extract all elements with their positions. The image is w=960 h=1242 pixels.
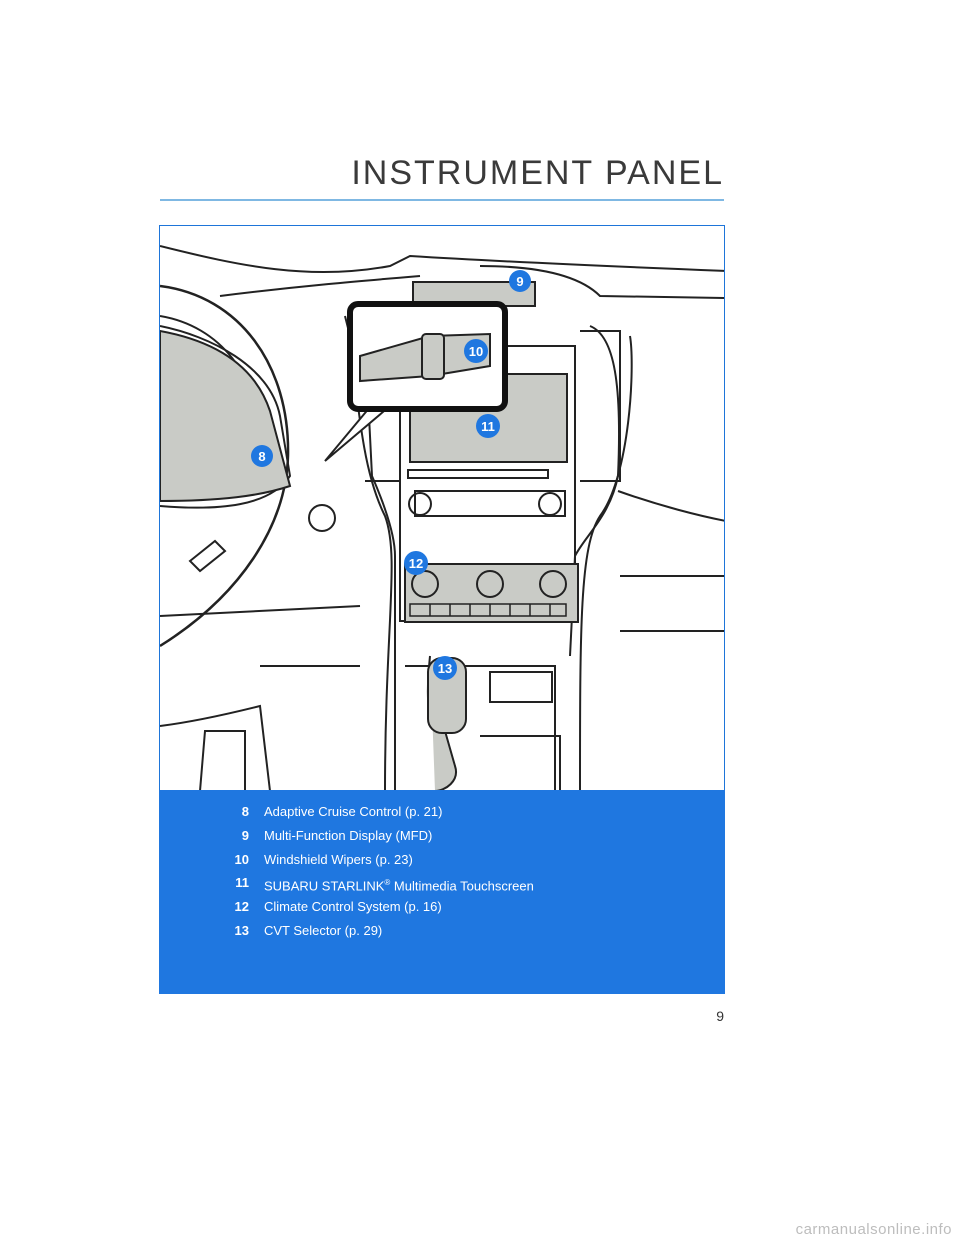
callout-11: 11: [476, 414, 500, 438]
page-number: 9: [716, 1008, 724, 1024]
legend-number: 9: [209, 826, 249, 846]
legend-number: 13: [209, 921, 249, 941]
callout-13: 13: [433, 656, 457, 680]
legend-number: 11: [209, 873, 249, 893]
legend-text: Multi-Function Display (MFD): [264, 826, 432, 846]
svg-text:11: 11: [481, 419, 495, 434]
legend-list: 8 Adaptive Cruise Control (p. 21) 9 Mult…: [159, 790, 725, 945]
legend-text-main: SUBARU STARLINK: [264, 879, 384, 894]
dashboard-illustration: 9 10 11 8 12 13: [160, 226, 725, 790]
svg-text:13: 13: [438, 661, 452, 676]
svg-text:10: 10: [469, 344, 483, 359]
callout-8: 8: [251, 445, 273, 467]
legend-item: 9 Multi-Function Display (MFD): [159, 826, 725, 850]
svg-text:8: 8: [258, 449, 265, 464]
legend-item: 13 CVT Selector (p. 29): [159, 921, 725, 945]
legend-text: SUBARU STARLINK® Multimedia Touchscreen: [264, 873, 534, 896]
callout-12: 12: [404, 551, 428, 575]
callout-9: 9: [509, 270, 531, 292]
legend-number: 8: [209, 802, 249, 822]
legend-text: Windshield Wipers (p. 23): [264, 850, 413, 870]
legend-item: 8 Adaptive Cruise Control (p. 21): [159, 802, 725, 826]
page-header-title: INSTRUMENT PANEL: [351, 154, 724, 193]
legend-number: 10: [209, 850, 249, 870]
watermark: carmanualsonline.info: [796, 1221, 952, 1238]
header-rule: [160, 199, 724, 201]
legend-item: 10 Windshield Wipers (p. 23): [159, 850, 725, 874]
instrument-panel-figure: 9 10 11 8 12 13: [159, 225, 725, 790]
legend-text: Adaptive Cruise Control (p. 21): [264, 802, 442, 822]
legend-number: 12: [209, 897, 249, 917]
legend-item: 12 Climate Control System (p. 16): [159, 897, 725, 921]
legend-text: CVT Selector (p. 29): [264, 921, 382, 941]
legend-panel: 8 Adaptive Cruise Control (p. 21) 9 Mult…: [159, 790, 725, 994]
legend-text-tail: Multimedia Touchscreen: [390, 879, 534, 894]
legend-item: 11 SUBARU STARLINK® Multimedia Touchscre…: [159, 873, 725, 897]
legend-text: Climate Control System (p. 16): [264, 897, 442, 917]
callout-10: 10: [464, 339, 488, 363]
svg-text:9: 9: [516, 274, 523, 289]
svg-text:12: 12: [409, 556, 423, 571]
